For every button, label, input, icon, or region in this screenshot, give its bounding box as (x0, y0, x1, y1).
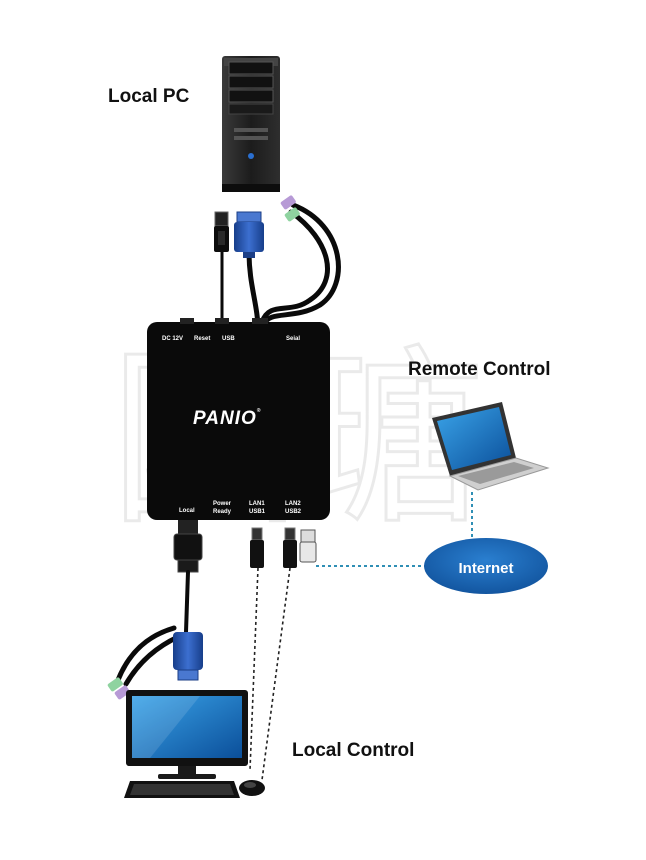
keyboard-icon (124, 781, 240, 798)
local-pc-label: Local PC (108, 86, 190, 107)
brand-name: PANIO (193, 408, 257, 429)
local-vga-connector (173, 520, 203, 573)
usb-plug-icon (214, 211, 229, 252)
brand-registered-mark: ® (256, 408, 262, 414)
usb-dotted-lines (249, 567, 291, 781)
port-label-dc: DC 12V (162, 336, 184, 342)
remote-control-label: Remote Control (408, 359, 551, 380)
usb2-plug-icon (283, 527, 297, 568)
port-label-usb1: USB1 (249, 509, 266, 515)
port-label-ready: Ready (213, 509, 232, 515)
port-label-lan1: LAN1 (249, 501, 265, 507)
pc-tower-icon (222, 56, 280, 192)
device-brand-logo: PANIO® (193, 408, 261, 430)
vga-plug-icon (234, 211, 264, 258)
laptop-icon (432, 402, 550, 491)
port-label-usb: USB (222, 336, 235, 342)
monitor-icon (126, 690, 248, 779)
rj45-plug-icon (299, 529, 317, 563)
network-dotted-line (316, 492, 473, 567)
port-label-local: Local (179, 508, 195, 514)
internet-label: Internet (458, 560, 514, 577)
port-label-serial: Seial (286, 336, 301, 342)
monitor-vga-plug-icon (173, 632, 203, 681)
port-label-reset: Reset (194, 336, 211, 342)
port-label-usb2: USB2 (285, 509, 302, 515)
usb1-plug-icon (250, 527, 264, 568)
monitor-ps2-plug-icon (107, 677, 130, 700)
mouse-icon (239, 780, 265, 796)
port-label-lan2: LAN2 (285, 501, 301, 507)
kvm-device (147, 318, 330, 520)
port-label-power: Power (213, 501, 232, 507)
local-control-label: Local Control (292, 740, 415, 761)
ps2-plug-icon (280, 195, 300, 222)
internet-cloud (424, 538, 548, 594)
